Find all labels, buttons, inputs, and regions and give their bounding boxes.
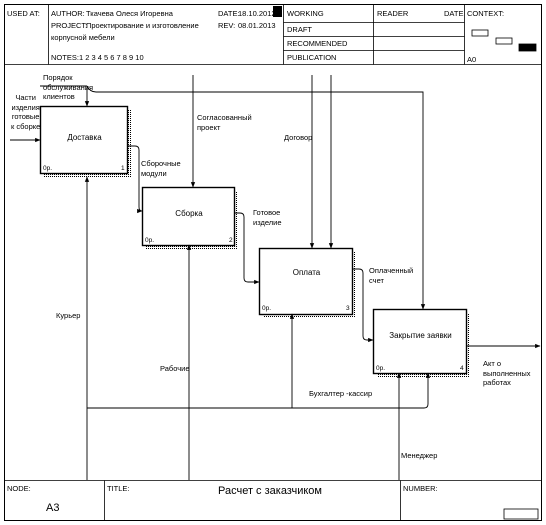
box-2-assembly[interactable] — [141, 186, 239, 250]
notes-label: NOTES: — [51, 53, 79, 62]
box-2-cost: 0р. — [145, 237, 155, 244]
context-thumbnail — [471, 29, 537, 52]
author-value: Ткачева Олеся Игоревна — [86, 9, 173, 18]
node-label: NODE: — [7, 484, 31, 493]
label-courier: Курьер — [56, 311, 81, 320]
status-publication: PUBLICATION — [287, 53, 337, 62]
context-node: A0 — [467, 55, 477, 64]
reader-date-label: DATE — [444, 9, 464, 18]
project-value-line2: корпусной мебели — [51, 33, 115, 42]
label-product: Готовое изделие — [253, 208, 282, 227]
rev-label: REV: — [218, 21, 236, 30]
box-4-cost: 0р. — [376, 365, 386, 372]
diagram-title: Расчет с заказчиком — [218, 485, 322, 497]
project-label: PROJECT: — [51, 21, 88, 30]
status-draft: DRAFT — [287, 25, 312, 34]
box-3-name: Оплата — [292, 268, 321, 277]
label-cashier: Бухгалтер -кассир — [309, 389, 373, 398]
box-2-number: 2 — [229, 237, 233, 244]
box-4-name: Закрытие заявки — [389, 331, 452, 340]
context-label: CONTEXT: — [467, 9, 505, 18]
label-policy: Порядок обслуживания клиентов — [43, 73, 94, 101]
box-3-payment[interactable] — [258, 247, 357, 319]
status-working: WORKING — [287, 9, 324, 18]
label-modules: Сборочные модули — [141, 159, 181, 178]
label-project: Согласованный проект — [197, 113, 252, 132]
node-value: A3 — [46, 502, 60, 514]
box-4-closing[interactable] — [372, 308, 471, 378]
label-manager: Менеджер — [401, 451, 438, 460]
box-1-cost: 0р. — [43, 165, 53, 172]
label-contract: Договор — [284, 133, 313, 142]
box-3-cost: 0р. — [262, 305, 272, 312]
author-label: AUTHOR: — [51, 9, 85, 18]
notes-value: 1 2 3 4 5 6 7 8 9 10 — [79, 53, 144, 62]
footer-grid — [4, 480, 542, 521]
number-corner-marker — [503, 508, 539, 520]
date-label: DATE: — [218, 9, 240, 18]
box-3-number: 3 — [346, 305, 350, 312]
arrow-modules — [127, 145, 143, 214]
date-value: 18.10.2012 — [238, 9, 276, 18]
box-4-number: 4 — [460, 365, 464, 372]
number-label: NUMBER: — [403, 484, 438, 493]
project-value-line1: Проектирование и изготовление — [86, 21, 199, 30]
status-recommended: RECOMMENDED — [287, 39, 348, 48]
used-at-label: USED AT: — [7, 9, 40, 18]
label-output: Акт о выполненных работах — [483, 359, 531, 387]
label-input-parts: Части изделия готовые к сборке — [11, 93, 41, 131]
arrow-paid — [352, 268, 374, 343]
rev-value: 08.01.2013 — [238, 21, 276, 30]
reader-label: READER — [377, 9, 409, 18]
outer-frame — [4, 4, 542, 521]
header-grid — [4, 4, 542, 65]
box-1-number: 1 — [121, 165, 125, 172]
box-1-name: Доставка — [67, 133, 102, 142]
label-paid: Оплаченный счет — [369, 266, 414, 285]
box-2-name: Сборка — [175, 209, 203, 218]
arrow-cashier-main — [87, 372, 431, 409]
working-marker — [273, 6, 282, 17]
label-workers: Рабочие — [160, 364, 190, 373]
title-label: TITLE: — [107, 484, 130, 493]
arrows — [10, 75, 541, 480]
box-1-delivery[interactable] — [39, 105, 132, 178]
arrow-product — [234, 212, 260, 285]
arrow-policy-main — [40, 85, 423, 309]
